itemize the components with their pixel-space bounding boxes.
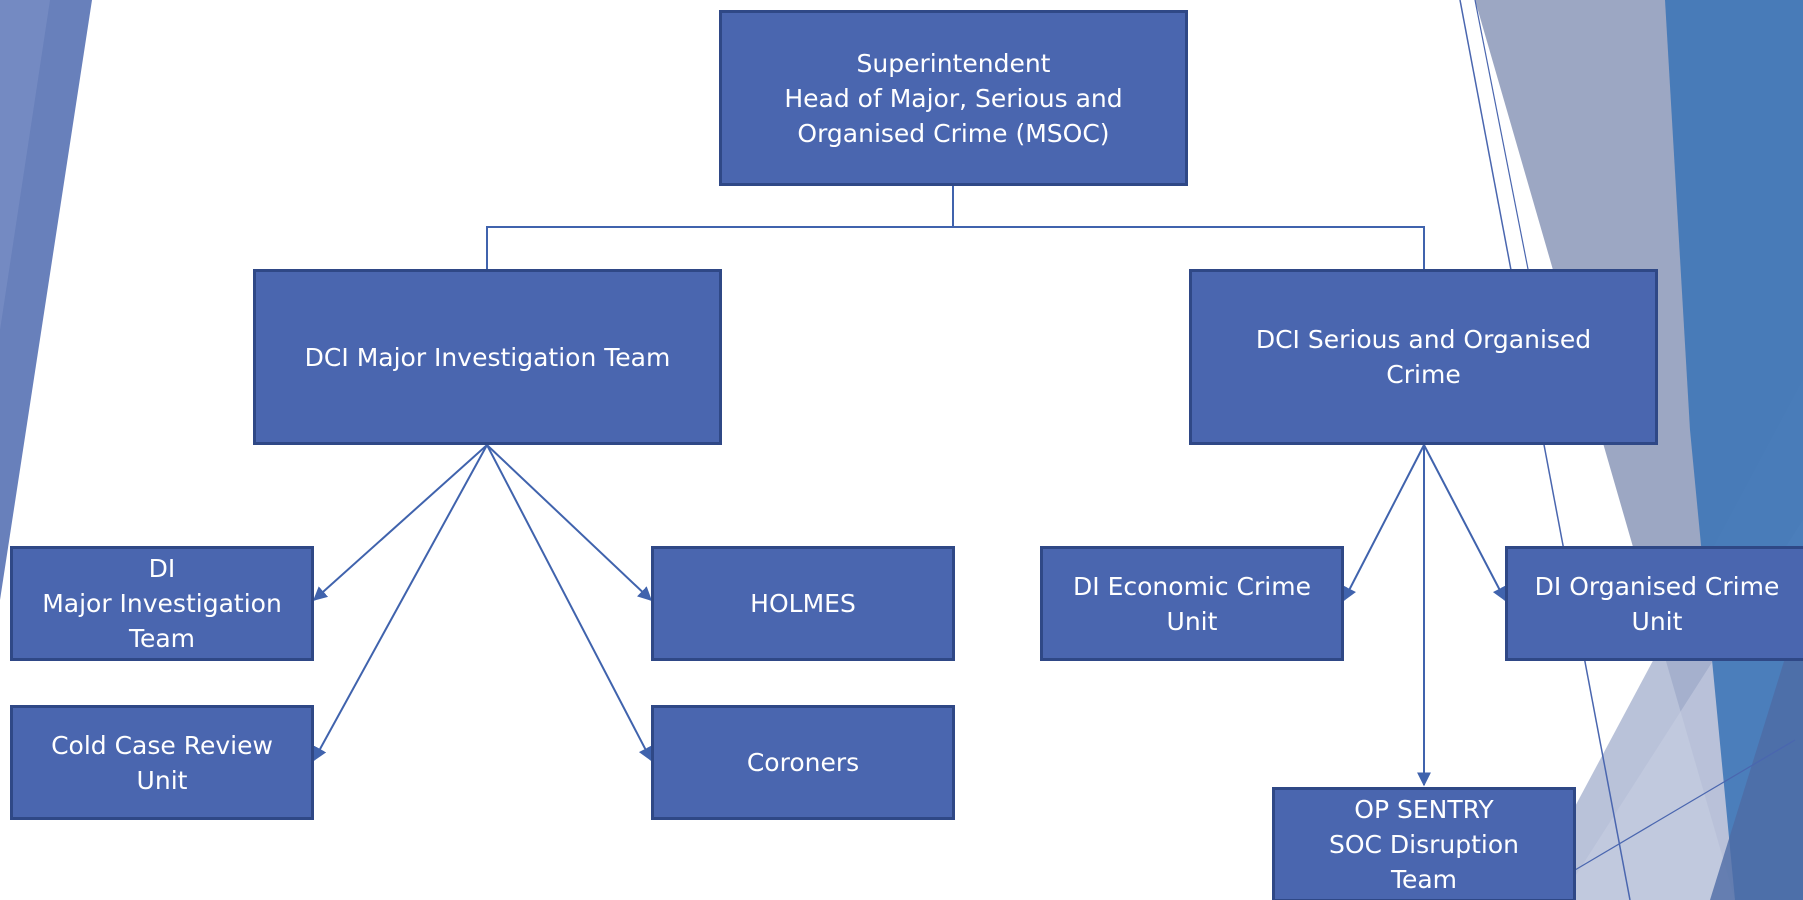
connector-superintendent-dci-soc [952, 186, 1425, 269]
arrow-dci-soc-di-organised [1423, 444, 1506, 602]
arrow-dci-soc-di-economic [1343, 444, 1425, 602]
right-accent-shape-blue [1665, 0, 1803, 900]
left-accent-shape-light [0, 0, 50, 330]
right-accent-line [1459, 0, 1631, 900]
di-organised-crime-box: DI Organised Crime Unit [1505, 546, 1803, 661]
holmes-box: HOLMES [651, 546, 955, 661]
arrow-dci-mit-holmes [486, 444, 653, 601]
dci-serious-organised-crime-box: DCI Serious and Organised Crime [1189, 269, 1658, 445]
right-accent-shape-dark [1710, 600, 1803, 900]
arrow-dci-mit-di-mit [312, 444, 488, 601]
coroners-box: Coroners [651, 705, 955, 820]
connector-superintendent-dci-mit [486, 186, 954, 269]
superintendent-box: Superintendent Head of Major, Serious an… [719, 10, 1188, 186]
right-accent-line [1574, 739, 1796, 871]
dci-major-investigation-box: DCI Major Investigation Team [253, 269, 722, 445]
di-major-investigation-box: DI Major Investigation Team [10, 546, 314, 661]
arrow-dci-mit-coroners [486, 444, 652, 762]
arrow-dci-mit-cold-case [313, 444, 488, 762]
op-sentry-box: OP SENTRY SOC Disruption Team [1272, 787, 1576, 900]
cold-case-review-box: Cold Case Review Unit [10, 705, 314, 820]
di-economic-crime-box: DI Economic Crime Unit [1040, 546, 1344, 661]
